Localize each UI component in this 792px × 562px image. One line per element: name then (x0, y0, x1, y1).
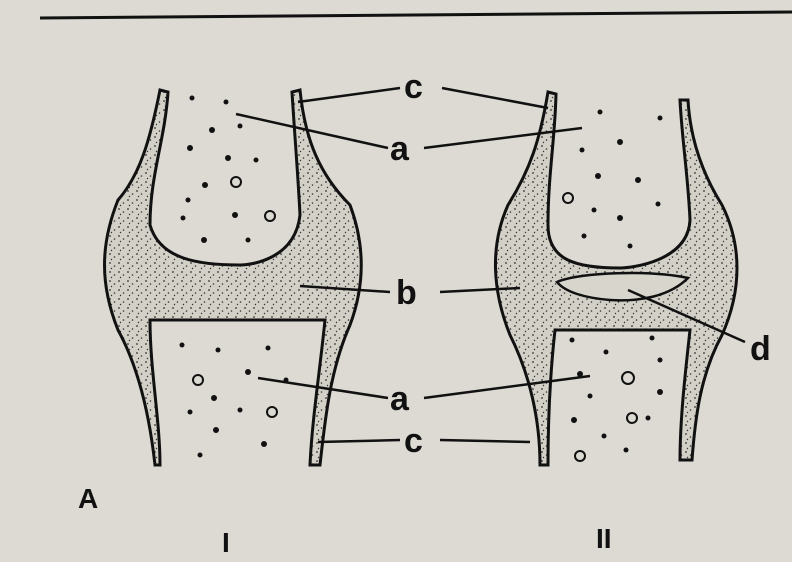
figure-letter: A (78, 483, 98, 514)
label-a-bottom: a (390, 380, 410, 418)
leader-c-bottom-right (440, 440, 530, 442)
joint-one-capsule (105, 90, 362, 465)
joint-two (495, 92, 737, 465)
label-c-top: c (404, 68, 423, 106)
leader-c-top-right (442, 88, 548, 108)
joint-two-numeral: II (596, 523, 612, 554)
joint-two-upper-dots (580, 110, 663, 249)
joint-two-lower-dots (570, 336, 664, 453)
leader-a-top-right (424, 128, 582, 148)
leader-a-bottom-right (424, 376, 590, 398)
label-c-bottom: c (404, 422, 423, 460)
label-d: d (750, 330, 771, 368)
leader-c-bottom-left (318, 440, 400, 442)
joint-one (105, 90, 362, 465)
joint-one-numeral: I (222, 527, 230, 558)
label-b: b (396, 274, 417, 312)
leader-c-top-left (298, 88, 400, 102)
joint-one-lower-dots (180, 343, 289, 458)
top-rule (40, 12, 792, 18)
label-a-top: a (390, 130, 410, 168)
